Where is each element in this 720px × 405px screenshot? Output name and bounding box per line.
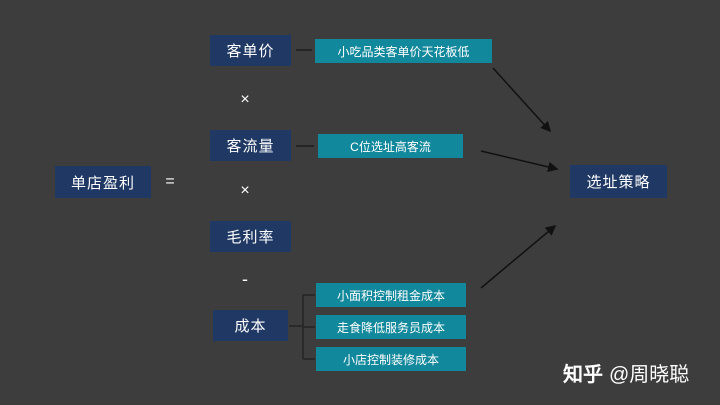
arrow-note2-to-result	[480, 150, 559, 173]
minus-operator: -	[242, 268, 248, 289]
node-store-profit: 单店盈利	[55, 166, 151, 198]
node-cost: 成本	[213, 310, 288, 341]
multiply-operator-1: ×	[240, 91, 250, 108]
note-small-shop-decoration: 小店控制装修成本	[316, 347, 466, 371]
arrow-notes345-to-result	[480, 224, 557, 289]
node-customer-flow: 客流量	[210, 130, 291, 161]
note-takeaway-labor: 走食降低服务员成本	[316, 315, 466, 339]
multiply-operator-2: ×	[240, 182, 250, 199]
note-small-area-rent: 小面积控制租金成本	[316, 283, 466, 307]
node-location-strategy: 选址策略	[570, 165, 667, 198]
watermark: 知乎 @周晓聪	[563, 358, 689, 387]
author-handle: @周晓聪	[609, 364, 690, 386]
equals-operator: =	[165, 173, 175, 190]
arrow-note1-to-result	[492, 67, 552, 133]
note-ticket-ceiling: 小吃品类客单价天花板低	[315, 39, 492, 63]
node-avg-ticket: 客单价	[210, 35, 291, 66]
note-prime-location-flow: C位选址高客流	[318, 134, 463, 158]
zhihu-brand-text: 知乎	[563, 364, 603, 386]
node-gross-margin: 毛利率	[210, 221, 291, 252]
